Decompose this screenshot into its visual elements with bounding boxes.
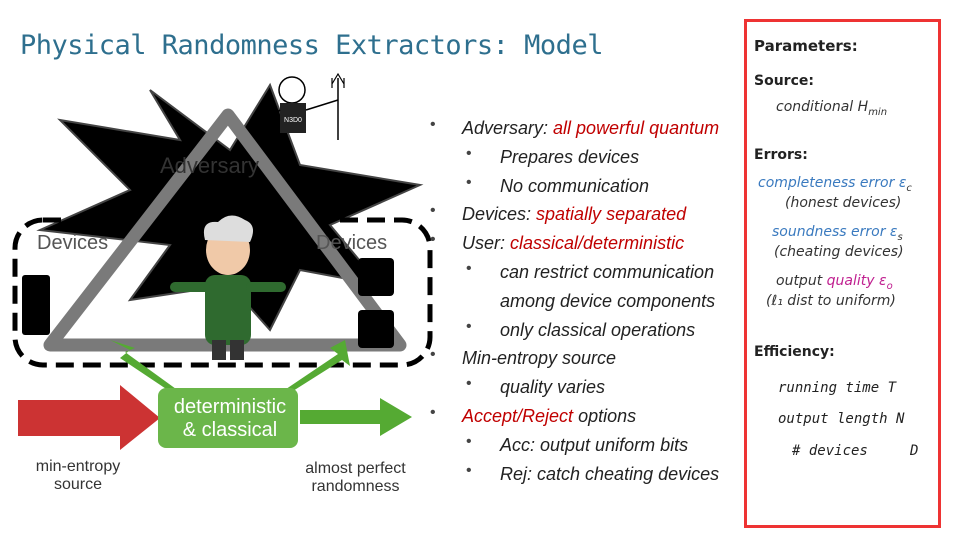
bullet-dot: • [430, 231, 436, 249]
arrow-source [18, 385, 160, 450]
bullet-text: Min-entropy source [462, 348, 617, 369]
soundness-text: soundness error ε [772, 224, 898, 240]
device-box-1 [358, 258, 394, 296]
devices-left-label: Devices [37, 232, 109, 254]
bullet-text: all powerful quantum [553, 118, 720, 138]
bullet-text: Rej: catch cheating devices [500, 463, 720, 484]
parameters-heading: Parameters: [754, 37, 858, 55]
devices-right-label: Devices [316, 232, 388, 254]
bullet-dot: • [430, 116, 436, 133]
bullet-text: Prepares devices [500, 146, 640, 167]
bullet-text: No communication [500, 175, 650, 196]
bullet-text: Acc: output uniform bits [500, 434, 689, 455]
bullet-item-level-3: among device components [500, 291, 715, 312]
slide-title: Physical Randomness Extractors: Model [20, 30, 603, 61]
bullet-item-level-1: • Adversary: all powerful quantum [430, 116, 720, 139]
quality-note: (ℓ₁ dist to uniform) [766, 293, 896, 309]
bullet-item-level-2: • Prepares devices [466, 145, 640, 168]
bullet-dot: • [466, 375, 472, 393]
completeness-sub: c [906, 182, 912, 194]
soundness-note: (cheating devices) [774, 244, 904, 260]
bullet-dot: • [466, 144, 472, 162]
source-heading: Source: [754, 73, 814, 89]
source-label: min-entropy source [18, 458, 138, 494]
bullet-item-level-2: • No communication [466, 174, 650, 197]
bullet-text: spatially separated [536, 204, 687, 225]
quality-prefix: output [776, 273, 827, 289]
method-box [158, 388, 298, 448]
bullet-text: quality varies [500, 377, 606, 398]
bullet-dot: • [466, 260, 472, 277]
bullet-dot: • [430, 202, 436, 220]
bullet-item-level-1: • Devices: spatially separated [430, 202, 687, 225]
bullet-item-level-2: • only classical operations [466, 318, 696, 341]
output-label-line-2: randomness [311, 478, 400, 495]
parameters-panel [744, 19, 941, 528]
source-label-line-2: source [53, 476, 103, 493]
device-box-3 [22, 275, 50, 335]
devices-count: # devices D [792, 443, 919, 459]
soundness-line: soundness error εs [772, 224, 903, 243]
source-value-sub: min [868, 106, 888, 118]
bullet-item-level-2: • can restrict communication [466, 260, 715, 283]
bullet-item-level-2: • Acc: output uniform bits [466, 433, 689, 456]
device-box-2 [358, 310, 394, 348]
completeness-note: (honest devices) [785, 195, 902, 211]
model-diagram: N3D0 [12, 72, 433, 450]
output-label-line-1: almost perfect [305, 460, 406, 477]
source-value-text: conditional H [776, 99, 869, 115]
source-label-line-1: min-entropy [35, 458, 121, 475]
bullet-dot: • [430, 404, 436, 421]
bullet-item-level-2: • Rej: catch cheating devices [466, 462, 720, 485]
bullet-dot: • [466, 432, 472, 450]
method-line-1: deterministic [173, 396, 287, 418]
bullet-item-level-1: • Min-entropy source [430, 346, 617, 369]
adversary-label: Adversary [160, 153, 260, 178]
quality-line: output quality εo [776, 273, 893, 292]
user-figure [170, 215, 286, 360]
adversary-shirt-text: N3D0 [284, 117, 302, 124]
adversary-star-shape [36, 82, 424, 332]
bullet-text: Accept/Reject [462, 406, 574, 426]
bullet-dot: • [466, 317, 472, 335]
source-value: conditional Hmin [776, 99, 887, 118]
arrow-output [300, 398, 412, 436]
output-length: output length N [778, 411, 905, 427]
errors-heading: Errors: [754, 147, 808, 163]
bullet-text: classical/deterministic [510, 233, 685, 254]
output-label: almost perfect randomness [288, 460, 423, 496]
running-time: running time T [778, 380, 897, 396]
bullet-text: only classical operations [500, 319, 696, 340]
method-label: deterministic & classical [160, 396, 300, 442]
bullet-text: User: [462, 233, 511, 254]
bullet-text: Adversary: [462, 118, 554, 138]
completeness-line: completeness error εc [758, 175, 938, 194]
bullet-item-level-1: • Accept/Reject options [430, 404, 637, 427]
quality-text: quality ε [826, 273, 887, 289]
bullet-item-level-1: • User: classical/deterministic [430, 231, 685, 254]
bullet-dot: • [466, 173, 472, 191]
bullet-dot: • [466, 461, 472, 479]
bullet-text: Devices: [462, 204, 537, 225]
bullet-item-level-2: • quality varies [466, 375, 606, 398]
adversary-figure: N3D0 [261, 72, 345, 140]
efficiency-heading: Efficiency: [754, 344, 835, 360]
quality-sub: o [886, 280, 893, 292]
bullet-text: among device components [500, 290, 716, 311]
bullet-text: options [573, 406, 637, 426]
completeness-text: completeness error ε [758, 175, 907, 191]
soundness-sub: s [897, 231, 903, 243]
method-line-2: & classical [182, 419, 278, 441]
bullet-dot: • [430, 346, 436, 364]
bullet-text: can restrict communication [500, 262, 715, 282]
